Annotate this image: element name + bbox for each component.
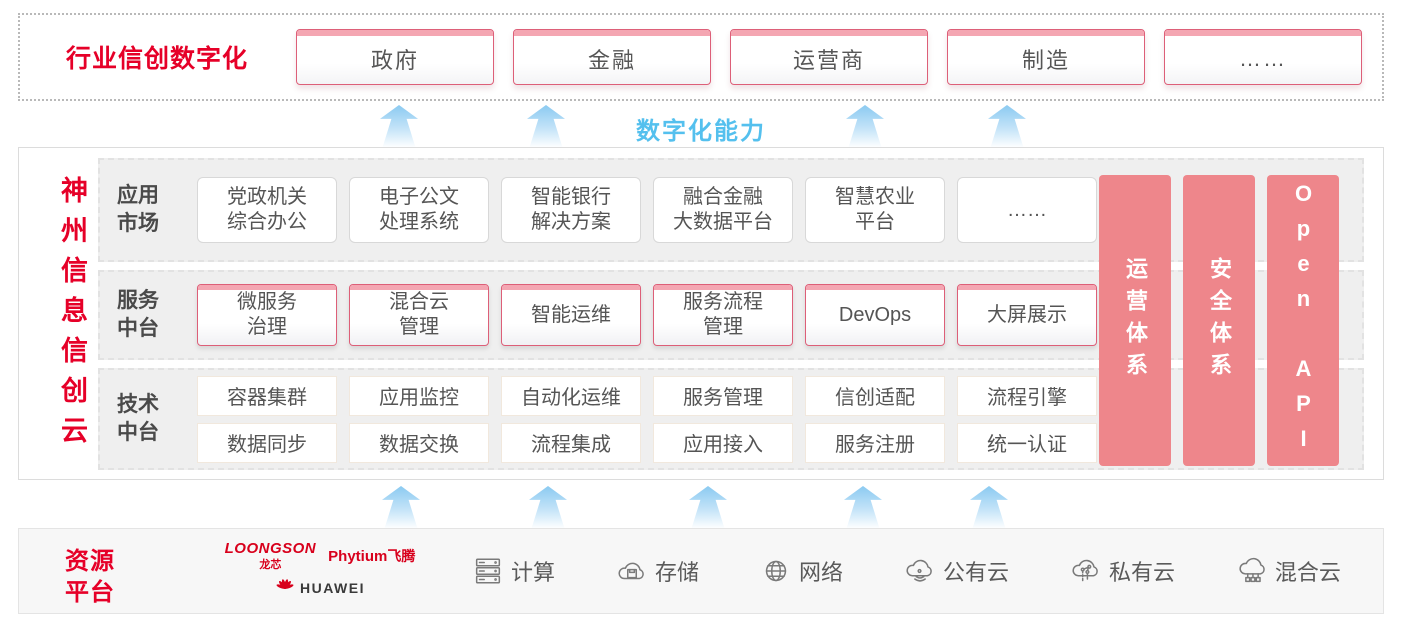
pillar-security-system: 安全体系: [1183, 175, 1255, 466]
tech-box-process-engine: 流程引擎: [957, 375, 1097, 416]
industry-digitalization-banner: 行业信创数字化 政府 金融 运营商 制造 ……: [18, 13, 1384, 101]
resource-items: 计算 存储 网络: [471, 529, 1341, 613]
loongson-logo: LOONGSON 龙芯: [224, 540, 317, 571]
resource-platform-label: 资源 平台: [65, 548, 115, 607]
pillar-operation-system: 运营体系: [1099, 175, 1171, 466]
up-arrow-icon: [529, 486, 567, 528]
app-box-edoc-system: 电子公文 处理系统: [349, 177, 489, 243]
tech-box-container-cluster: 容器集群: [197, 375, 337, 416]
up-arrow-icon: [527, 105, 565, 147]
tech-box-automated-ops: 自动化运维: [501, 375, 641, 416]
up-arrow-icon: [380, 105, 418, 147]
public-cloud-icon: [906, 559, 932, 582]
resource-item-public-cloud: 公有云: [903, 555, 1009, 587]
industry-tab-more: ……: [1164, 29, 1362, 85]
vendor-logos: LOONGSON 龙芯 Phytium飞腾: [215, 540, 425, 597]
up-arrow-icon: [846, 105, 884, 147]
service-box-devops: DevOps: [805, 284, 945, 346]
app-market-panel: 应用 市场 党政机关 综合办公 电子公文 处理系统 智能银行 解决方案 融合金融…: [98, 158, 1364, 262]
tech-box-xinchuang-adaptation: 信创适配: [805, 375, 945, 416]
app-box-smart-agriculture: 智慧农业 平台: [805, 177, 945, 243]
resource-item-private-cloud: 私有云: [1069, 555, 1175, 587]
tech-middle-boxes: 容器集群 应用监控 自动化运维 服务管理 信创适配 流程引擎 数据同步 数据交换…: [197, 375, 1097, 463]
huawei-flower-icon: [276, 579, 294, 589]
industry-banner-title: 行业信创数字化: [66, 45, 249, 73]
up-arrow-icon: [382, 486, 420, 528]
service-box-hybrid-cloud-mgmt: 混合云 管理: [349, 284, 489, 346]
tech-middle-label: 技术 中台: [117, 392, 159, 444]
platform-vertical-title: 神州信息信创云: [57, 176, 87, 456]
industry-tabs: 政府 金融 运营商 制造 ……: [296, 29, 1362, 85]
up-arrow-icon: [689, 486, 727, 528]
resource-uplink-arrows: [0, 484, 1402, 528]
app-box-finance-bigdata: 融合金融 大数据平台: [653, 177, 793, 243]
app-market-boxes: 党政机关 综合办公 电子公文 处理系统 智能银行 解决方案 融合金融 大数据平台…: [197, 177, 1097, 243]
digital-capability-label: 数字化能力: [636, 118, 766, 145]
industry-tab-operator: 运营商: [730, 29, 928, 85]
tech-box-process-integration: 流程集成: [501, 422, 641, 463]
app-market-label: 应用 市场: [117, 183, 159, 235]
service-middle-boxes: 微服务 治理 混合云 管理 智能运维 服务流程 管理 DevOps 大屏展示: [197, 284, 1097, 346]
service-box-intelligent-ops: 智能运维: [501, 284, 641, 346]
huawei-logo: HUAWEI: [215, 579, 425, 597]
service-middle-panel: 服务 中台 微服务 治理 混合云 管理 智能运维 服务流程 管理 DevOps …: [98, 270, 1364, 360]
cloud-platform-panel: 神州信息信创云 应用 市场 党政机关 综合办公 电子公文 处理系统 智能银行 解…: [18, 147, 1384, 480]
network-icon: [765, 560, 787, 582]
industry-tab-finance: 金融: [513, 29, 711, 85]
up-arrow-icon: [844, 486, 882, 528]
resource-item-hybrid-cloud: 混合云: [1235, 555, 1341, 587]
resource-item-network: 网络: [759, 555, 843, 587]
compute-icon: [475, 558, 501, 584]
service-middle-label: 服务 中台: [117, 288, 159, 340]
resource-platform-panel: 资源 平台 LOONGSON 龙芯 Phytium飞腾: [18, 528, 1384, 614]
industry-tab-manufacturing: 制造: [947, 29, 1145, 85]
digital-capability-row: 数字化能力: [0, 102, 1402, 147]
service-box-service-process-mgmt: 服务流程 管理: [653, 284, 793, 346]
service-box-microservice-governance: 微服务 治理: [197, 284, 337, 346]
resource-item-compute: 计算: [471, 555, 555, 587]
up-arrow-icon: [988, 105, 1026, 147]
tech-middle-panel: 技术 中台 容器集群 应用监控 自动化运维 服务管理 信创适配 流程引擎 数据同…: [98, 368, 1364, 470]
industry-tab-government: 政府: [296, 29, 494, 85]
pillar-open-api: Open API: [1267, 175, 1339, 466]
tech-box-data-sync: 数据同步: [197, 422, 337, 463]
tech-box-app-monitoring: 应用监控: [349, 375, 489, 416]
tech-box-unified-auth: 统一认证: [957, 422, 1097, 463]
tech-box-service-mgmt: 服务管理: [653, 375, 793, 416]
storage-icon: [618, 562, 644, 580]
tech-box-data-exchange: 数据交换: [349, 422, 489, 463]
tech-box-app-access: 应用接入: [653, 422, 793, 463]
private-cloud-icon: [1072, 559, 1098, 582]
phytium-logo: Phytium飞腾: [328, 548, 416, 565]
app-box-smart-banking: 智能银行 解决方案: [501, 177, 641, 243]
app-box-more: ……: [957, 177, 1097, 243]
tech-box-service-registry: 服务注册: [805, 422, 945, 463]
app-box-party-gov-office: 党政机关 综合办公: [197, 177, 337, 243]
service-box-big-screen: 大屏展示: [957, 284, 1097, 346]
up-arrow-icon: [970, 486, 1008, 528]
hybrid-cloud-icon: [1239, 557, 1265, 583]
resource-item-storage: 存储: [615, 555, 699, 587]
